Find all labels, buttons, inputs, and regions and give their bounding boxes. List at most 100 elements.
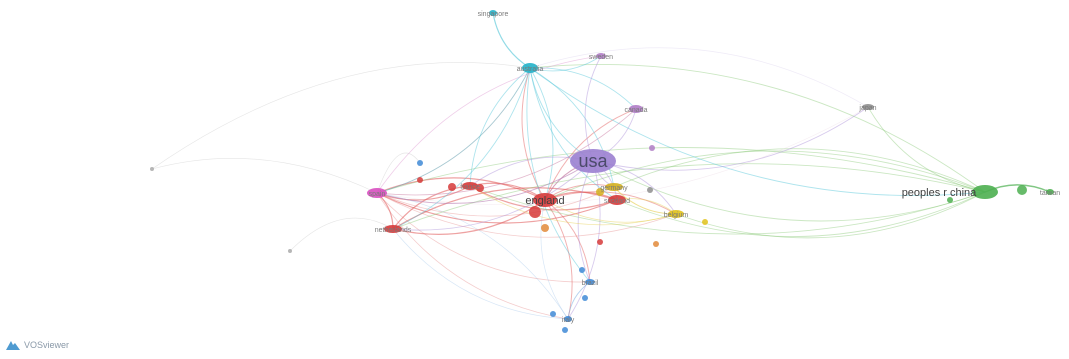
- link-spain-belgium: [376, 192, 677, 238]
- node-taiwan[interactable]: [1046, 189, 1054, 195]
- minor-node: [150, 167, 154, 171]
- vosviewer-logo-text: VOSviewer: [24, 340, 70, 350]
- minor-node: [562, 327, 568, 333]
- node-label-canada: canada: [625, 107, 648, 114]
- link-spain-usa: [376, 160, 594, 204]
- link-minor: [151, 158, 378, 194]
- minor-node: [947, 197, 953, 203]
- link-usa-brazil: [577, 160, 594, 283]
- node-usa[interactable]: [570, 149, 616, 173]
- link-spain-brazil: [376, 192, 591, 283]
- link-minor: [289, 217, 394, 252]
- link-usa-japan: [592, 106, 869, 171]
- minor-node: [288, 249, 292, 253]
- node-japan[interactable]: [862, 104, 874, 110]
- link-england-netherlands: [392, 199, 546, 235]
- link-england-brazil: [544, 199, 591, 283]
- minor-node: [1017, 185, 1027, 195]
- link-peoples-r-china-usa: [592, 160, 986, 222]
- link-australia-england: [529, 67, 554, 201]
- minor-node: [417, 160, 423, 166]
- link-minor: [151, 62, 531, 170]
- link-canada-spain: [376, 108, 637, 196]
- minor-node: [649, 145, 655, 151]
- node-label-germany: germany: [600, 185, 628, 192]
- node-singapore[interactable]: [489, 10, 497, 16]
- link-peoples-r-china-england: [544, 150, 986, 201]
- node-scotland[interactable]: [608, 195, 626, 205]
- node-australia[interactable]: [522, 63, 538, 73]
- minor-node: [579, 267, 585, 273]
- node-italy[interactable]: [564, 316, 572, 322]
- link-france-spain: [376, 185, 471, 201]
- node-label-england: england: [525, 195, 564, 207]
- link-australia-singapore: [492, 12, 531, 69]
- link-peoples-r-china-spain: [376, 147, 986, 194]
- node-label-peoples-r-china: peoples r china: [902, 187, 977, 199]
- link-australia-brazil: [526, 67, 591, 283]
- node-layer: [150, 10, 1054, 333]
- node-france[interactable]: [462, 182, 478, 190]
- link-scotland-france: [469, 185, 618, 211]
- vosviewer-logo-icon: [6, 341, 20, 350]
- link-spain-italy: [376, 192, 569, 320]
- node-label-sweden: sweden: [589, 54, 613, 61]
- link-england-spain: [376, 177, 546, 201]
- link-australia-canada: [529, 67, 637, 110]
- node-belgium[interactable]: [668, 210, 684, 218]
- node-spain[interactable]: [367, 188, 387, 198]
- node-brazil[interactable]: [585, 279, 595, 285]
- node-label-usa: usa: [578, 151, 608, 171]
- minor-node: [702, 219, 708, 225]
- label-layer: usa peoples r china england scotland austral…: [369, 11, 1061, 324]
- node-peoples-r-china[interactable]: [972, 185, 998, 199]
- link-australia-france: [469, 67, 531, 187]
- link-japan-australia: [529, 47, 869, 108]
- link-peoples-r-china-belgium: [675, 191, 986, 239]
- link-peoples-r-china-japan: [867, 106, 986, 193]
- minor-node: [541, 224, 549, 232]
- vosviewer-logo: VOSviewer: [6, 340, 69, 350]
- node-netherlands[interactable]: [384, 225, 402, 233]
- node-label-brazil: brazil: [582, 280, 599, 287]
- link-australia-germany: [529, 67, 615, 188]
- link-england-canada: [544, 108, 637, 201]
- link-peoples-r-china-netherlands: [392, 163, 986, 230]
- link-england-italy: [544, 199, 573, 320]
- minor-node: [529, 206, 541, 218]
- link-italy-netherlands: [392, 228, 569, 320]
- node-sweden[interactable]: [596, 53, 606, 59]
- link-spain-germany: [376, 186, 615, 217]
- link-australia-spain: [376, 67, 531, 194]
- node-label-scotland: scotland: [604, 198, 630, 205]
- node-label-belgium: belgium: [664, 212, 689, 219]
- link-belgium-france: [469, 185, 677, 226]
- node-label-taiwan: taiwan: [1040, 190, 1060, 197]
- node-label-australia: australia: [517, 66, 544, 73]
- minor-node: [647, 187, 653, 193]
- node-label-italy: italy: [562, 317, 575, 324]
- link-australia-peoples-r-china: [529, 67, 986, 196]
- link-england-belgium: [544, 191, 677, 215]
- node-label-france: france: [460, 184, 480, 191]
- link-australia-netherlands: [392, 67, 531, 230]
- node-germany[interactable]: [605, 183, 623, 191]
- link-scotland-netherlands: [392, 187, 618, 230]
- link-usa-netherlands: [392, 160, 594, 231]
- link-usa-spain: [376, 160, 594, 204]
- minor-node: [596, 188, 604, 196]
- link-peoples-r-china-australia: [529, 64, 986, 193]
- link-belgium-england: [544, 199, 677, 223]
- link-peoples-r-china-france: [469, 185, 986, 235]
- minor-node: [582, 295, 588, 301]
- node-label-japan: japan: [858, 105, 876, 112]
- minor-node: [417, 177, 423, 183]
- minor-node: [597, 239, 603, 245]
- minor-node: [550, 311, 556, 317]
- link-brazil-italy: [567, 281, 591, 320]
- node-canada[interactable]: [629, 105, 643, 113]
- link-spain-canada: [376, 108, 637, 196]
- minor-node: [448, 183, 456, 191]
- link-peoples-r-china-scotland: [616, 191, 986, 237]
- node-england[interactable]: [533, 193, 557, 207]
